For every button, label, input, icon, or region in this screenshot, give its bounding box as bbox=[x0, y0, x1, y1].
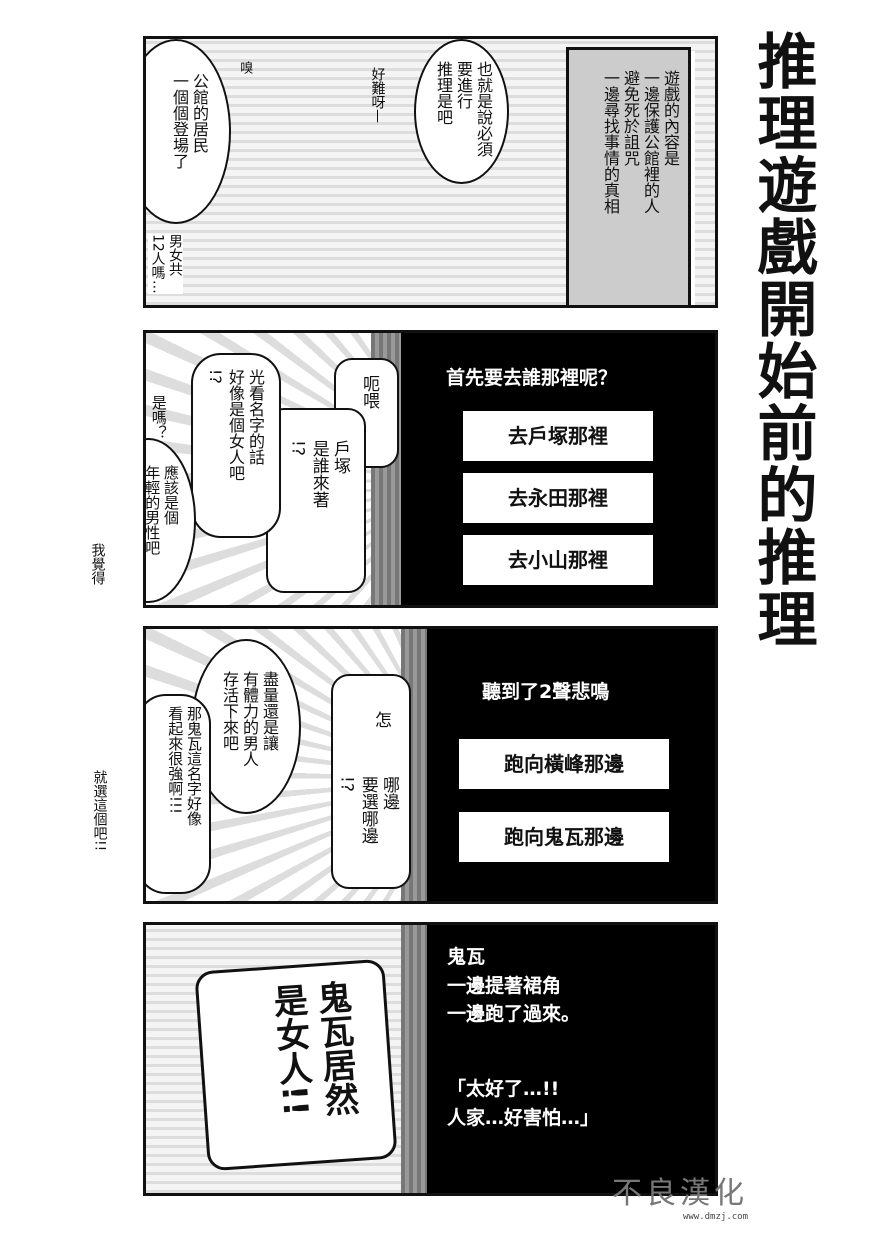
panel-3: 聽到了2聲悲鳴 跑向橫峰那邊 跑向鬼瓦那邊 怎 哪邊 要選哪邊 !? 盡量還是讓… bbox=[143, 626, 718, 904]
quote-text: 「太好了…!! 人家…好害怕…」 bbox=[447, 1078, 600, 1129]
narration-text: 鬼瓦 一邊提著裙角 一邊跑了過來。 bbox=[447, 946, 581, 1025]
panel-2: 首先要去誰那裡呢？ 去戶塚那裡 去永田那裡 去小山那裡 呃喂 戶塚 是誰來著 !… bbox=[143, 330, 718, 608]
aside-really: 是嗎？ bbox=[149, 395, 168, 440]
wall-strip bbox=[401, 925, 427, 1193]
aside-think: 我覺得 bbox=[89, 543, 106, 585]
sfx-sniff: 嗅 bbox=[237, 61, 253, 74]
speech-bubble-onigawara: 那鬼瓦這名字好像 看起來很強啊!!! bbox=[146, 694, 211, 894]
speech-bubble-boy: 也就是說必須 要進行 推理是吧 bbox=[414, 39, 509, 184]
narration-text: 遊戲的內容是 一邊保護公館裡的人 避免死於詛咒 一邊尋找事情的真相 bbox=[601, 70, 680, 214]
speech-bubble-woman: 光看名字的話 好像是個女人吧 !? bbox=[191, 353, 281, 538]
aside-left: 男女共 12人嗎… bbox=[148, 234, 183, 294]
game-option-1[interactable]: 跑向橫峰那邊 bbox=[459, 739, 669, 789]
watermark-text: 不良漢化 bbox=[612, 1176, 748, 1211]
game-option-2[interactable]: 去永田那裡 bbox=[463, 473, 653, 523]
speech-text: 戶塚 是誰來著 !? bbox=[287, 440, 351, 508]
speech-text: 光看名字的話 好像是個女人吧 !? bbox=[206, 369, 265, 481]
page-title: 推理遊戲開始前的推理 bbox=[747, 30, 817, 650]
game-option-3[interactable]: 去小山那裡 bbox=[463, 535, 653, 585]
aside-girl: 好難呀— bbox=[369, 67, 386, 123]
game-option-1[interactable]: 去戶塚那裡 bbox=[463, 411, 653, 461]
game-screen: 首先要去誰那裡呢？ 去戶塚那裡 去永田那裡 去小山那裡 bbox=[401, 333, 715, 605]
speech-text: 應該是個 年輕的男性吧 bbox=[143, 465, 180, 555]
shout-bubble: 鬼瓦居然 是女人!! bbox=[194, 958, 398, 1172]
panel-1: 遊戲的內容是 一邊保護公館裡的人 避免死於詛咒 一邊尋找事情的真相 也就是說必須… bbox=[143, 36, 718, 308]
game-question: 首先要去誰那裡呢？ bbox=[446, 367, 618, 389]
speech-text: 呃喂 bbox=[359, 375, 379, 409]
game-screen: 聽到了2聲悲鳴 跑向橫峰那邊 跑向鬼瓦那邊 bbox=[427, 629, 715, 901]
narration-screen: 鬼瓦 一邊提著裙角 一邊跑了過來。 「太好了…!! 人家…好害怕…」 bbox=[427, 925, 715, 1193]
speech-text: 怎 bbox=[371, 711, 391, 728]
speech-text: 公館的居民 一個個登場了 bbox=[170, 73, 209, 169]
game-option-2[interactable]: 跑向鬼瓦那邊 bbox=[459, 812, 669, 862]
narration-box: 遊戲的內容是 一邊保護公館裡的人 避免死於詛咒 一邊尋找事情的真相 bbox=[566, 47, 691, 305]
watermark-url: www.dmzj.com bbox=[682, 1212, 748, 1222]
aside-choose: 就選這個吧!! bbox=[91, 770, 108, 852]
speech-text: 那鬼瓦這名字好像 看起來很強啊!!! bbox=[166, 706, 203, 826]
speech-text: 哪邊 要選哪邊 !? bbox=[336, 776, 400, 844]
speech-text: 也就是說必須 要進行 推理是吧 bbox=[434, 61, 493, 157]
shout-text: 鬼瓦居然 是女人!! bbox=[266, 979, 360, 1118]
speech-bubble-left: 公館的居民 一個個登場了 bbox=[146, 39, 231, 224]
speech-text: 盡量還是讓 有體力的男人 存活下來吧 bbox=[220, 671, 279, 767]
speech-bubble-who: 戶塚 是誰來著 !? bbox=[266, 408, 366, 593]
game-question: 聽到了2聲悲鳴 bbox=[482, 681, 610, 703]
speech-bubble-which: 怎 哪邊 要選哪邊 !? bbox=[331, 674, 411, 889]
panel-4: 鬼瓦 一邊提著裙角 一邊跑了過來。 「太好了…!! 人家…好害怕…」 鬼瓦居然 … bbox=[143, 922, 718, 1196]
